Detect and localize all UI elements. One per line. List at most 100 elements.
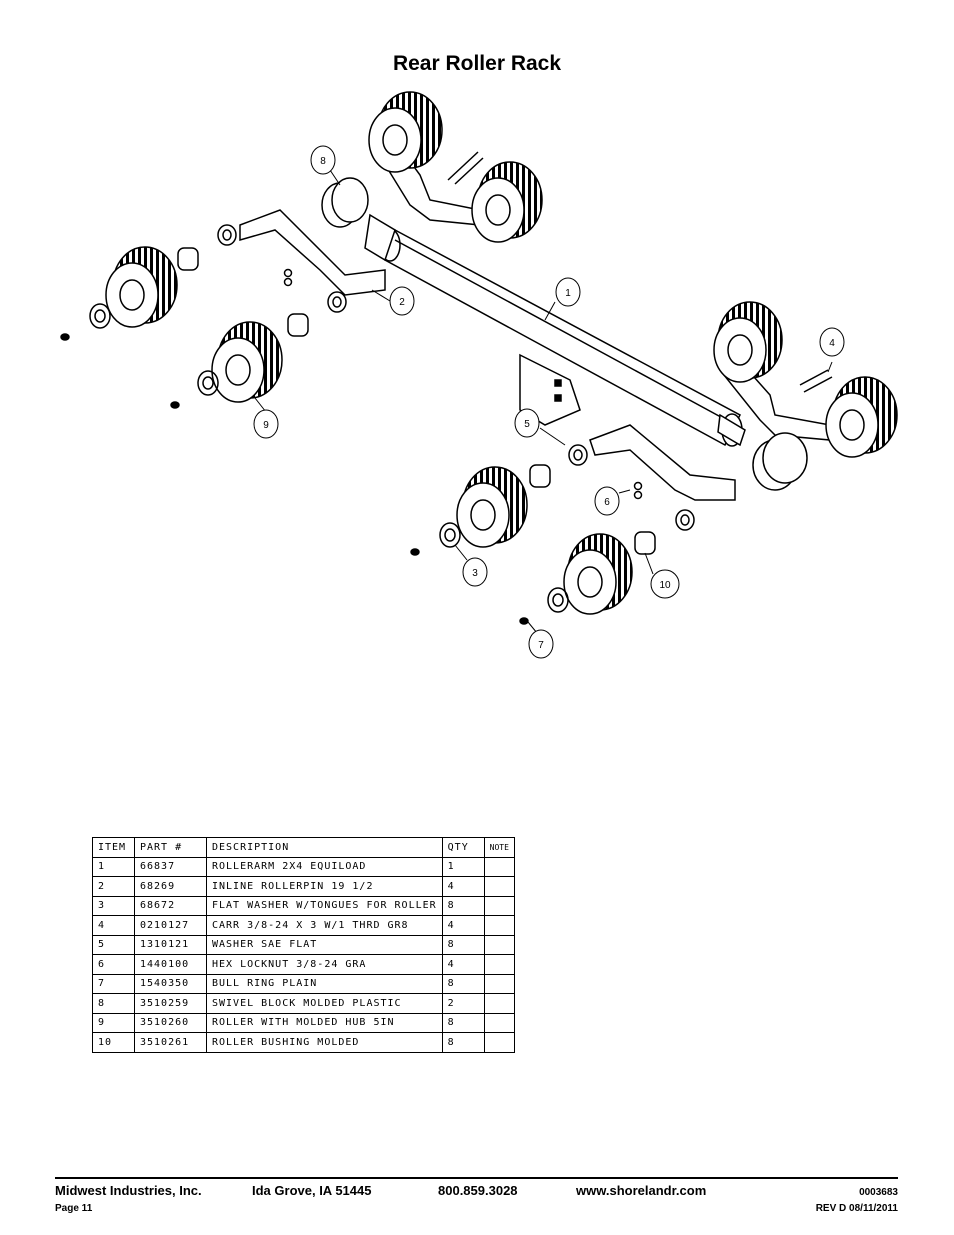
footer-rule (55, 1177, 898, 1179)
footer-doc-number: 0003683 (859, 1187, 898, 1198)
svg-text:6: 6 (604, 497, 610, 508)
svg-text:5: 5 (524, 419, 530, 430)
cell-note (483, 973, 515, 994)
cell-part: 66837 (134, 856, 207, 877)
callout-7: 7 (528, 629, 554, 659)
cell-note (483, 993, 515, 1014)
cell-item: 4 (92, 915, 135, 936)
callout-6: 6 (594, 486, 620, 516)
cell-part: 0210127 (134, 915, 207, 936)
cell-part: 68269 (134, 876, 207, 897)
roller-1 (368, 91, 443, 173)
cell-qty: 8 (441, 895, 485, 916)
header-part: PART # (134, 837, 207, 858)
bushing-2 (287, 313, 309, 337)
cell-note (483, 876, 515, 897)
cell-description: ROLLERARM 2X4 EQUILOAD (206, 856, 443, 877)
callout-1: 1 (555, 277, 581, 307)
svg-text:4: 4 (829, 338, 835, 349)
bushing-4 (634, 531, 656, 555)
callout-5: 5 (514, 408, 540, 438)
cell-note (483, 1032, 515, 1053)
callout-3: 3 (462, 557, 488, 587)
bushing-3 (529, 464, 551, 488)
cell-qty: 8 (441, 1032, 485, 1053)
cell-item: 8 (92, 993, 135, 1014)
main-crossbar (364, 213, 746, 447)
roller-8 (563, 533, 633, 615)
roller-6 (825, 376, 898, 458)
cell-note (483, 915, 515, 936)
swivel-arm-left (239, 209, 386, 296)
cell-description: ROLLER WITH MOLDED HUB 5IN (206, 1012, 443, 1033)
washer (197, 370, 219, 396)
cell-qty: 2 (441, 993, 485, 1014)
footer-website: www.shorelandr.com (576, 1183, 707, 1198)
cell-item: 9 (92, 1012, 135, 1033)
header-description: DESCRIPTION (206, 837, 443, 858)
cell-part: 1540350 (134, 973, 207, 994)
cell-item: 10 (92, 1032, 135, 1053)
cell-description: FLAT WASHER W/TONGUES FOR ROLLER (206, 895, 443, 916)
cell-note (483, 856, 515, 877)
washer (675, 509, 695, 531)
cell-description: HEX LOCKNUT 3/8-24 GRA (206, 954, 443, 975)
svg-text:7: 7 (538, 640, 544, 651)
cell-part: 68672 (134, 895, 207, 916)
callout-2: 2 (389, 286, 415, 316)
cell-description: CARR 3/8-24 X 3 W/1 THRD GR8 (206, 915, 443, 936)
callout-10: 10 (650, 569, 680, 599)
callout-4: 4 (819, 327, 845, 357)
cell-description: SWIVEL BLOCK MOLDED PLASTIC (206, 993, 443, 1014)
header-qty: QTY (441, 837, 485, 858)
washer (217, 224, 237, 246)
footer-page-number: Page 11 (55, 1203, 93, 1214)
cell-note (483, 954, 515, 975)
header-item: ITEM (92, 837, 135, 858)
cell-description: ROLLER BUSHING MOLDED (206, 1032, 443, 1053)
roller-7 (456, 466, 528, 548)
callout-8: 8 (310, 145, 336, 175)
cell-description: BULL RING PLAIN (206, 973, 443, 994)
svg-text:9: 9 (263, 420, 269, 431)
cell-description: INLINE ROLLERPIN 19 1/2 (206, 876, 443, 897)
svg-text:1: 1 (565, 288, 571, 299)
footer-revision: REV D 08/11/2011 (815, 1203, 898, 1214)
cell-part: 3510260 (134, 1012, 207, 1033)
center-bracket (519, 353, 581, 426)
washer (327, 291, 347, 313)
roller-5 (713, 301, 783, 383)
roller-4 (211, 321, 283, 403)
cell-note (483, 934, 515, 955)
footer-company: Midwest Industries, Inc. (55, 1183, 202, 1198)
swivel-block-left (321, 177, 369, 228)
cell-qty: 4 (441, 954, 485, 975)
cell-note (483, 1012, 515, 1033)
header-note: NOTE (483, 837, 515, 858)
svg-text:3: 3 (472, 568, 478, 579)
roller-2 (471, 161, 543, 243)
cell-qty: 4 (441, 915, 485, 936)
bushing-1 (177, 247, 199, 271)
swivel-arm-right (589, 424, 736, 501)
cell-part: 3510259 (134, 993, 207, 1014)
callout-9: 9 (253, 409, 279, 439)
cell-part: 1440100 (134, 954, 207, 975)
cell-qty: 4 (441, 876, 485, 897)
cell-item: 7 (92, 973, 135, 994)
footer-phone: 800.859.3028 (438, 1183, 518, 1198)
footer-city: Ida Grove, IA 51445 (252, 1183, 372, 1198)
washer (568, 444, 588, 466)
cell-note (483, 895, 515, 916)
cell-qty: 8 (441, 973, 485, 994)
svg-text:10: 10 (659, 580, 671, 591)
